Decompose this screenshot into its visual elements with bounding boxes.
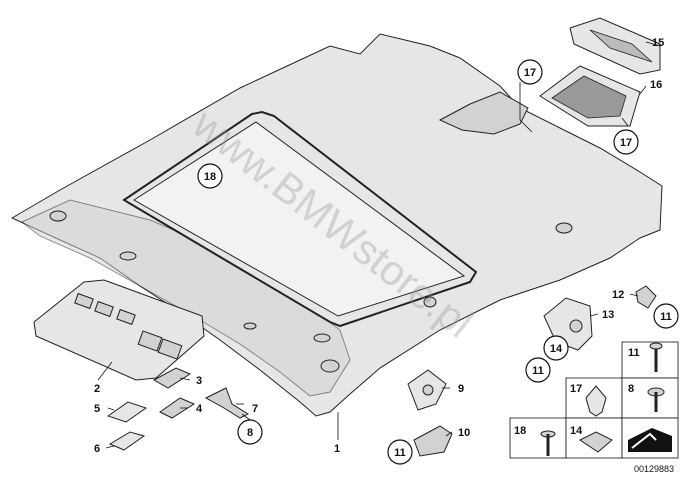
label-4: 4 <box>196 403 203 415</box>
clips-9-10 <box>407 369 453 457</box>
circled-label-11-bracket: 11 <box>532 365 544 377</box>
grid-label-14: 14 <box>570 425 583 437</box>
label-15: 15 <box>652 37 664 49</box>
grid-label-17: 17 <box>570 383 582 395</box>
lamps <box>106 367 250 451</box>
label-3: 3 <box>196 375 202 387</box>
label-9: 9 <box>458 383 464 395</box>
circled-label-17-right: 17 <box>620 137 632 149</box>
circled-label-14: 14 <box>550 343 563 355</box>
circled-label-8: 8 <box>247 427 253 439</box>
part-labels: 1 2 3 4 5 6 7 9 10 12 13 15 16 <box>94 37 664 455</box>
circled-label-17-top: 17 <box>524 67 536 79</box>
grid-label-11: 11 <box>628 347 640 359</box>
drawing-number: 00129883 <box>634 464 674 474</box>
roof-console-2 <box>33 279 205 381</box>
circled-label-18: 18 <box>204 171 216 183</box>
label-6: 6 <box>94 443 100 455</box>
label-5: 5 <box>94 403 100 415</box>
rear-panel-15-16 <box>539 17 661 127</box>
label-13: 13 <box>602 309 614 321</box>
label-10: 10 <box>458 427 470 439</box>
fastener-grid: 11 17 8 18 14 <box>509 341 679 459</box>
circled-labels: 8 11 11 11 14 17 17 18 <box>197 59 679 465</box>
circled-label-11-handle: 11 <box>660 311 672 323</box>
grid-label-18: 18 <box>514 425 526 437</box>
leader-lines <box>97 41 661 449</box>
label-12: 12 <box>612 289 624 301</box>
label-7: 7 <box>252 403 258 415</box>
label-2: 2 <box>94 383 100 395</box>
label-16: 16 <box>650 79 662 91</box>
label-1: 1 <box>334 443 340 455</box>
circled-label-11-clip: 11 <box>394 447 406 459</box>
grid-label-8: 8 <box>628 383 634 395</box>
